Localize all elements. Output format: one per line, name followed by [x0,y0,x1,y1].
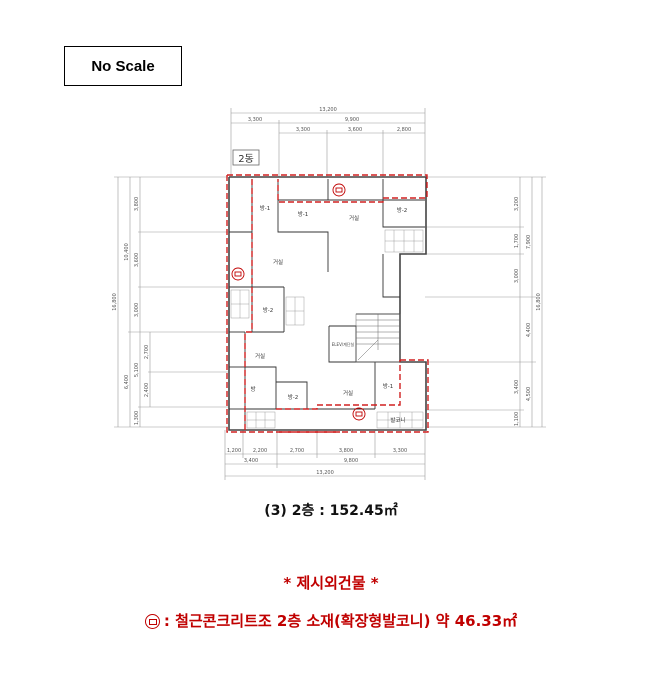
dim-bot-total: 13,200 [316,470,334,476]
dim-top-d: 3,600 [348,127,362,133]
dim-right-mid-b: 4,400 [526,323,532,337]
dim-left-total: 16,800 [112,293,118,311]
room-label: 발코니 [390,416,405,424]
annex-description-text: : 철근콘크리트조 2층 소재(확장형발코니) 약 46.33㎡ [163,612,518,630]
room-label: 방 [250,385,255,393]
building-label: 2동 [238,153,254,165]
annex-title: * 제시외건물 * [283,574,379,592]
dim-right-mid-a: 7,900 [526,235,532,249]
room-label: 방-1 [298,210,309,218]
dim-top-total: 13,200 [319,107,337,113]
dim-right-b: 1,700 [514,234,520,248]
dim-bot-d: 3,800 [339,448,353,454]
dim-left-g: 2,400 [144,383,150,397]
dim-top-b: 9,900 [345,117,359,123]
dim-bot-b: 2,200 [253,448,267,454]
dim-left-mid-a: 10,400 [124,243,130,261]
dim-left-e: 1,300 [134,411,140,425]
dim-right-total: 16,800 [536,293,542,311]
room-label: 거실 [273,258,283,266]
dim-right-c: 3,000 [514,269,520,283]
room-label: 거실 [349,214,359,222]
room-label: 거실 [343,389,353,397]
dim-left-c: 3,000 [134,303,140,317]
room-label: 방-2 [263,306,274,314]
room-label: 방-1 [260,204,271,212]
room-label: 방-2 [288,393,299,401]
dim-right-mid-c: 4,500 [526,387,532,401]
dim-right-a: 3,200 [514,197,520,211]
annex-description: : 철근콘크리트조 2층 소재(확장형발코니) 약 46.33㎡ [0,610,662,631]
dim-top-c: 3,300 [296,127,310,133]
dim-left-a: 3,800 [134,197,140,211]
dim-left-b: 3,600 [134,253,140,267]
room-label: 방-1 [383,382,394,390]
room-label: 방-2 [397,206,408,214]
floor-area-caption: (3) 2층 : 152.45㎡ [264,503,398,519]
red-circle-square-icon [144,614,160,629]
dim-right-e: 1,100 [514,412,520,426]
dim-bot-f: 3,400 [244,458,258,464]
room-label: 거실 [255,352,265,360]
elevator-label: ELEV/계단실 [332,341,355,347]
dim-bot-c: 2,700 [290,448,304,454]
dim-left-mid-b: 6,400 [124,375,130,389]
dim-right-d: 3,400 [514,380,520,394]
dim-bot-a: 1,200 [227,448,241,454]
no-scale-label: No Scale [64,46,182,86]
floor-plan-drawing: 13,200 3,300 9,900 3,300 3,600 2,800 1,2… [112,107,546,480]
dim-top-e: 2,800 [397,127,411,133]
dim-bot-g: 9,800 [344,458,358,464]
dim-left-f: 2,700 [144,345,150,359]
dim-top-a: 3,300 [248,117,262,123]
dim-bot-e: 3,300 [393,448,407,454]
dim-left-d: 5,100 [134,363,140,377]
annex-marker-icon [231,183,366,421]
